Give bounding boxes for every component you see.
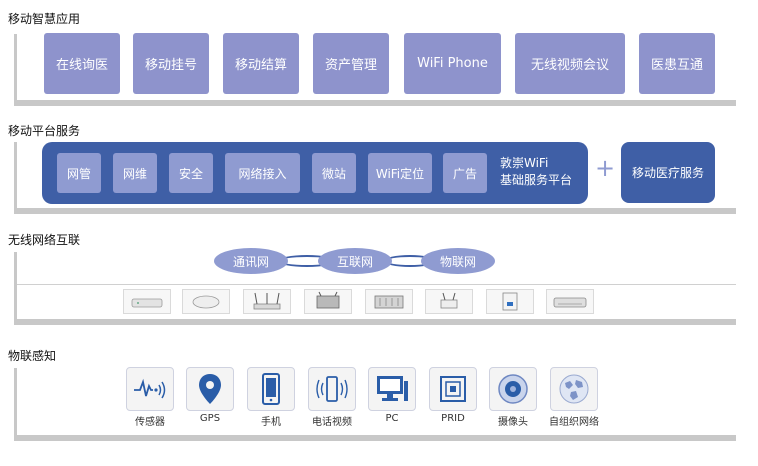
ceiling-ap-icon xyxy=(182,289,230,314)
iot-frame xyxy=(14,368,736,441)
label-mobile: 手机 xyxy=(261,417,281,428)
router-icon xyxy=(123,289,171,314)
app-video-conference: 无线视频会议 xyxy=(515,33,625,94)
net-internet: 互联网 xyxy=(318,248,392,274)
svc-network-access: 网络接入 xyxy=(225,153,300,193)
label-camera: 摄像头 xyxy=(498,417,528,428)
net-iot: 物联网 xyxy=(421,248,495,274)
mobile-medical-service: 移动医疗服务 xyxy=(621,142,715,203)
label-sensor: 传感器 xyxy=(135,417,165,428)
section-title-network: 无线网络互联 xyxy=(8,233,81,247)
pc-monitor-icon xyxy=(368,367,416,411)
section-title-apps: 移动智慧应用 xyxy=(8,12,81,26)
network-divider xyxy=(17,284,736,285)
label-prid: PRID xyxy=(441,413,465,424)
app-doctor-patient: 医患互通 xyxy=(639,33,715,94)
svc-micro-site: 微站 xyxy=(312,153,356,193)
camera-lens-icon xyxy=(489,367,537,411)
app-asset-management: 资产管理 xyxy=(313,33,389,94)
app-mobile-payment: 移动结算 xyxy=(223,33,299,94)
antenna-router-icon xyxy=(243,289,291,314)
net-communication: 通讯网 xyxy=(214,248,288,274)
svc-wifi-positioning: WiFi定位 xyxy=(368,153,432,193)
svc-security: 安全 xyxy=(169,153,213,193)
label-video-phone: 电话视频 xyxy=(312,417,352,428)
app-wifi-phone: WiFi Phone xyxy=(404,33,501,94)
svc-network-maintenance: 网维 xyxy=(113,153,157,193)
section-title-platform: 移动平台服务 xyxy=(8,124,81,138)
sensor-wave-icon xyxy=(126,367,174,411)
app-mobile-registration: 移动挂号 xyxy=(133,33,209,94)
globe-network-icon xyxy=(550,367,598,411)
svc-advertising: 广告 xyxy=(443,153,487,193)
platform-label-line1: 敦崇WiFi xyxy=(500,156,549,170)
location-pin-icon xyxy=(186,367,234,411)
wall-panel-ap-icon xyxy=(486,289,534,314)
app-online-consult: 在线询医 xyxy=(44,33,120,94)
label-gps: GPS xyxy=(199,413,221,424)
svc-network-management: 网管 xyxy=(57,153,101,193)
plus-sign: + xyxy=(595,154,616,182)
platform-label-line2: 基础服务平台 xyxy=(500,173,573,187)
rugged-ap-icon xyxy=(365,289,413,314)
label-pc: PC xyxy=(385,413,399,424)
label-self-organizing-network: 自组织网络 xyxy=(549,417,599,428)
rfid-card-icon xyxy=(429,367,477,411)
platform-frame xyxy=(14,142,736,214)
network-frame xyxy=(14,252,736,325)
apps-frame xyxy=(14,34,736,106)
video-phone-icon xyxy=(308,367,356,411)
gateway-icon xyxy=(546,289,594,314)
small-ap-icon xyxy=(425,289,473,314)
platform-label: 敦崇WiFi 基础服务平台 xyxy=(500,155,586,189)
section-title-iot: 物联感知 xyxy=(8,349,57,363)
outdoor-ap-icon xyxy=(304,289,352,314)
mobile-phone-icon xyxy=(247,367,295,411)
